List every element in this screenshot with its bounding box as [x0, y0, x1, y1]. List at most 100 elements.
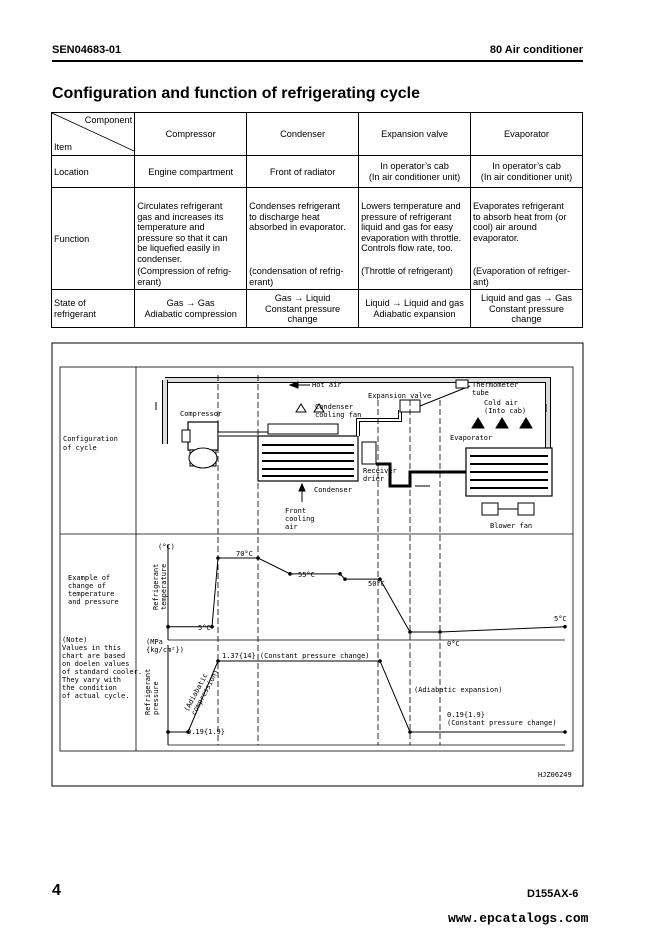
label-hot-air: Hot air [312, 381, 342, 389]
cell-state: Liquid → Liquid and gas Adiabatic expans… [358, 289, 471, 329]
temp-axis-label: Refrigeranttemperature [152, 564, 168, 610]
press-point [563, 730, 567, 734]
press-high-label: 1.37{14} (Constant pressure change) [222, 652, 370, 660]
figure-code: HJZ06249 [538, 771, 572, 779]
page-title: Configuration and function of refrigerat… [52, 85, 421, 102]
col-evaporator: Evaporator [470, 111, 583, 157]
label-evaporator: Evaporator [450, 434, 492, 442]
label-condenser: Condenser [314, 486, 352, 494]
catalog-url[interactable]: www.epcatalogs.com [448, 911, 589, 926]
temp-label-0c: 0°C [447, 640, 460, 648]
cell-function: Circulates refrigerant gas and increases… [134, 187, 248, 291]
function-text: Lowers temperature and pressure of refri… [361, 200, 462, 254]
table-header-row: Component Item Compressor Condenser Expa… [50, 111, 583, 157]
adiabatic-expansion-label: (Adiabatic expansion) [414, 686, 503, 694]
press-series [166, 659, 567, 734]
cell-function: Evaporates refrigerant to absorb heat fr… [470, 187, 583, 291]
table-row-state: State of refrigerant Gas → Gas Adiabatic… [50, 289, 583, 329]
temp-point [216, 556, 220, 560]
function-note: (Compression of refrig- erant) [137, 266, 232, 287]
cell-state: Liquid and gas → Gas Constant pressure c… [470, 289, 583, 329]
condenser-shape [257, 435, 359, 482]
table-corner: Component Item [50, 111, 136, 157]
temp-label-5c: 5°C [198, 624, 211, 632]
model-code: D155AX-6 [527, 888, 579, 900]
temp-line [168, 557, 566, 633]
temp-point [288, 572, 292, 576]
col-condenser: Condenser [246, 111, 360, 157]
press-point [186, 730, 190, 734]
label-expansion-valve: Expansion valve [368, 392, 431, 400]
figure-frame [51, 342, 584, 787]
temp-label-50c: 50°C [368, 580, 385, 588]
row-label-state: State of refrigerant [50, 289, 136, 329]
function-text: Evaporates refrigerant to absorb heat fr… [473, 200, 567, 243]
row-label-location: Location [50, 155, 136, 189]
col-compressor: Compressor [134, 111, 248, 157]
label-cold-air: Cold air(Into cab) [484, 399, 526, 415]
temp-point [378, 577, 382, 581]
press-line [168, 660, 565, 733]
receiver-drier-shape [361, 441, 377, 465]
temp-label-5c-end: 5°C [554, 615, 567, 623]
corner-item: Item [54, 141, 72, 152]
press-point [408, 730, 412, 734]
col-expansion-valve: Expansion valve [358, 111, 471, 157]
press-point [378, 659, 382, 663]
cycle-table: Component Item Compressor Condenser Expa… [50, 111, 583, 329]
label-compressor: Compressor [180, 410, 222, 418]
temp-point [338, 572, 342, 576]
table-row-function: Function Circulates refrigerant gas and … [50, 187, 583, 291]
cell-function: Condenses refrigerant to discharge heat … [246, 187, 360, 291]
temp-point [166, 624, 170, 629]
function-text: Circulates refrigerant gas and increases… [137, 200, 228, 264]
function-note: (Evaporation of refriger- ant) [473, 266, 571, 287]
cycle-diagram [155, 375, 553, 745]
temp-point [438, 630, 442, 634]
section-title: 80 Air conditioner [489, 44, 583, 56]
header-rule [52, 60, 583, 62]
cell-state: Gas → Liquid Constant pressure change [246, 289, 360, 329]
cell-location: In operator’s cab (In air conditioner un… [470, 155, 583, 189]
press-point [166, 730, 170, 734]
page-number: 4 [52, 882, 61, 899]
press-low-label: 0.19{1.9} [187, 728, 225, 736]
temp-point [343, 577, 347, 581]
corner-component: Component [84, 115, 133, 125]
press-axis-label: Refrigerantpressure [144, 669, 160, 715]
label-blower-fan: Blower fan [490, 522, 532, 530]
cell-state: Gas → Gas Adiabatic compression [134, 289, 248, 329]
press-low2-label: 0.19{1.9}(Constant pressure change) [447, 711, 557, 727]
temp-point [210, 624, 214, 629]
function-text: Condenses refrigerant to discharge heat … [249, 200, 346, 233]
figure-inner-frame [59, 366, 574, 752]
doc-code: SEN04683-01 [52, 44, 122, 56]
temp-series [166, 556, 567, 634]
press-unit: (MPa{kg/cm²}) [146, 638, 184, 654]
temp-unit: (°C) [158, 543, 175, 551]
function-note: (condensation of refrig- erant) [249, 266, 344, 287]
temp-label-55c: 55°C [298, 571, 315, 579]
cell-location: In operator’s cab (In air conditioner un… [358, 155, 471, 189]
cell-location: Engine compartment [134, 155, 248, 189]
compressor-shape [187, 421, 219, 451]
function-note: (Throttle of refrigerant) [361, 265, 453, 276]
adiabatic-compression-label: (Adiabaticcompression) [183, 665, 221, 717]
temp-label-70c: 70°C [236, 550, 253, 558]
temp-point [256, 556, 260, 560]
press-point [216, 659, 220, 663]
row-label-function: Function [50, 187, 136, 291]
temp-point [563, 624, 567, 629]
corner-diagonal [52, 113, 134, 151]
cell-function: Lowers temperature and pressure of refri… [358, 187, 471, 291]
